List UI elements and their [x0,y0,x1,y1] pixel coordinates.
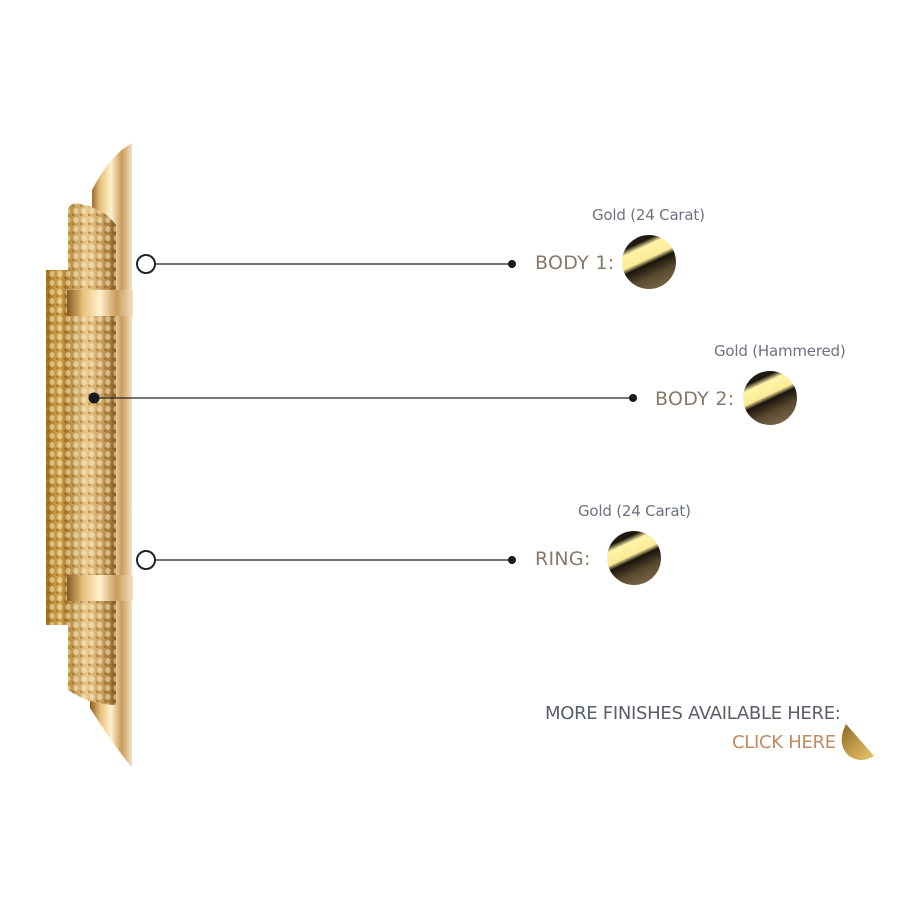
ring-finish: Gold (24 Carat) [578,502,691,520]
body2-finish: Gold (Hammered) [714,342,846,360]
body2-swatch[interactable] [743,371,797,425]
ring-swatch[interactable] [607,531,661,585]
callout-marker-ring [136,550,156,570]
body1-swatch[interactable] [622,235,676,289]
ring-bottom [67,575,133,601]
callout-marker-body2 [88,392,100,404]
callout-marker-body1 [136,254,156,274]
more-finishes-text: MORE FINISHES AVAILABLE HERE: [545,703,841,724]
hammered-tube [68,203,116,706]
back-plate [46,270,72,625]
body1-label: BODY 1: [535,252,615,274]
callout-lines [94,263,633,561]
click-here-link[interactable]: CLICK HERE [732,732,836,753]
ring-top [67,290,133,316]
body2-label: BODY 2: [655,388,735,410]
half-circle-arrow-icon[interactable] [836,722,878,762]
ring-label: RING: [535,548,591,570]
body1-finish: Gold (24 Carat) [592,206,705,224]
